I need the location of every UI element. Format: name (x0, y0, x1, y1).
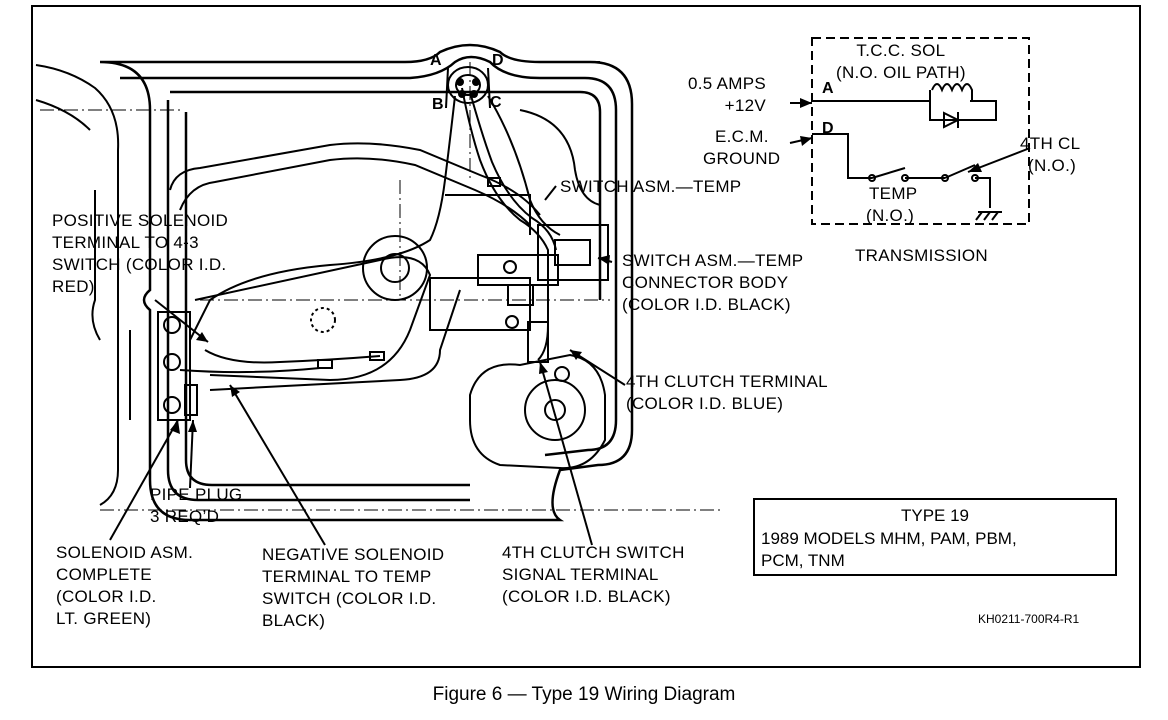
switch-connector-line-1: SWITCH ASM.—TEMP (622, 251, 804, 270)
coil-circuit (812, 90, 997, 121)
fourth-clutch-terminal-line-1: 4TH CLUTCH TERMINAL (626, 372, 828, 391)
schematic-arrowheads (800, 98, 982, 172)
ecm-ground-line-1: E.C.M. (715, 127, 769, 146)
switch-connector-line-2: CONNECTOR BODY (622, 273, 789, 292)
type-box-models-line-2: PCM, TNM (761, 551, 845, 570)
supply-label: 0.5 AMPS +12V (688, 73, 766, 117)
fourth-clutch-terminal-callout: 4TH CLUTCH TERMINAL (COLOR I.D. BLUE) (626, 371, 828, 415)
transmission-label: TRANSMISSION (855, 246, 989, 265)
fourth-clutch-terminal-line-2: (COLOR I.D. BLUE) (626, 394, 784, 413)
switch-connector-callout: SWITCH ASM.—TEMP CONNECTOR BODY (COLOR I… (622, 250, 803, 316)
tcc-dashed-box (811, 37, 1030, 225)
figure-frame (31, 5, 1141, 668)
negative-solenoid-line-1: NEGATIVE SOLENOID (262, 545, 445, 564)
type-box-models-line-1: 1989 MODELS MHM, PAM, PBM, (761, 529, 1017, 548)
solenoid-terminals (157, 311, 198, 421)
connector-pin-c: C (490, 94, 502, 111)
fourth-clutch-switch-line-2: SIGNAL TERMINAL (502, 565, 659, 584)
type-box: TYPE 19 1989 MODELS MHM, PAM, PBM, PCM, … (753, 498, 1117, 576)
figure-caption: Figure 6 — Type 19 Wiring Diagram (432, 684, 736, 705)
switch-connector-line-3: (COLOR I.D. BLACK) (622, 295, 791, 314)
pipe-plug-line-1: PIPE PLUG (150, 485, 243, 504)
temp-switch (871, 164, 991, 208)
temp-label: TEMP (N.O.) (866, 183, 917, 227)
type-box-models: 1989 MODELS MHM, PAM, PBM, PCM, TNM (761, 528, 1017, 572)
negative-solenoid-callout: NEGATIVE SOLENOID TERMINAL TO TEMP SWITC… (262, 544, 444, 632)
positive-solenoid-line-2: TERMINAL TO 4-3 (52, 233, 199, 252)
solenoid-asm-callout: SOLENOID ASM. COMPLETE (COLOR I.D. LT. G… (56, 542, 193, 630)
fourth-cl-line-1: 4TH CL (1020, 134, 1081, 153)
tcc-schematic (789, 37, 1031, 225)
fourth-cl-label: 4TH CL (N.O.) (1020, 133, 1080, 177)
ecm-ground-label: E.C.M. GROUND (703, 126, 780, 170)
negative-solenoid-line-4: BLACK) (262, 611, 326, 630)
positive-solenoid-line-1: POSITIVE SOLENOID (52, 211, 229, 230)
connector-pin-a: A (430, 52, 442, 69)
pipe-plug-line-2: 3 REQ’D (150, 507, 220, 526)
supply-label-line-1: 0.5 AMPS (688, 74, 766, 93)
solenoid-asm-line-2: COMPLETE (56, 565, 152, 584)
positive-solenoid-line-4: RED) (52, 277, 95, 296)
temp-line-1: TEMP (869, 184, 918, 203)
positive-solenoid-callout: POSITIVE SOLENOID TERMINAL TO 4-3 SWITCH… (52, 210, 228, 298)
supply-label-line-2: +12V (724, 96, 766, 115)
leader-arrowheads (170, 255, 610, 434)
connector-plug (445, 66, 491, 109)
fourth-clutch-switch-line-3: (COLOR I.D. BLACK) (502, 587, 671, 606)
ground-circuit (812, 133, 872, 179)
positive-solenoid-line-3: SWITCH (COLOR I.D. (52, 255, 227, 274)
negative-solenoid-line-2: TERMINAL TO TEMP (262, 567, 432, 586)
type-box-title: TYPE 19 (900, 506, 970, 525)
fourth-clutch-switch-line-1: 4TH CLUTCH SWITCH (502, 543, 685, 562)
solenoid-asm-line-4: LT. GREEN) (56, 609, 152, 628)
solenoid-asm-line-1: SOLENOID ASM. (56, 543, 194, 562)
tcc-sol-title-line-1: T.C.C. SOL (856, 41, 946, 60)
coil-symbol (931, 83, 973, 101)
fourth-cl-line-2: (N.O.) (1028, 156, 1077, 175)
temp-line-2: (N.O.) (866, 206, 915, 225)
connector-pin-b: B (432, 96, 444, 113)
schematic-pin-d: D (822, 120, 834, 137)
left-housing (35, 61, 600, 506)
ground-symbol (975, 211, 1002, 221)
negative-solenoid-line-3: SWITCH (COLOR I.D. (262, 589, 437, 608)
valve-body (169, 109, 609, 470)
pipe-plug-callout: PIPE PLUG 3 REQ’D (150, 484, 242, 528)
schematic-pin-a: A (822, 80, 834, 97)
ecm-ground-line-2: GROUND (703, 149, 781, 168)
drawing-code: KH0211-700R4-R1 (978, 612, 1080, 626)
switch-temp-label: SWITCH ASM.—TEMP (560, 177, 742, 196)
wiring-harness (179, 87, 561, 374)
solenoid-asm-line-3: (COLOR I.D. (56, 587, 157, 606)
connector-pin-d: D (492, 52, 504, 69)
tcc-sol-title: T.C.C. SOL (N.O. OIL PATH) (836, 40, 966, 84)
diode-symbol (943, 111, 961, 129)
tcc-sol-title-line-2: (N.O. OIL PATH) (836, 63, 966, 82)
transmission-pan (99, 43, 634, 522)
fourth-clutch-switch-callout: 4TH CLUTCH SWITCH SIGNAL TERMINAL (COLOR… (502, 542, 685, 608)
